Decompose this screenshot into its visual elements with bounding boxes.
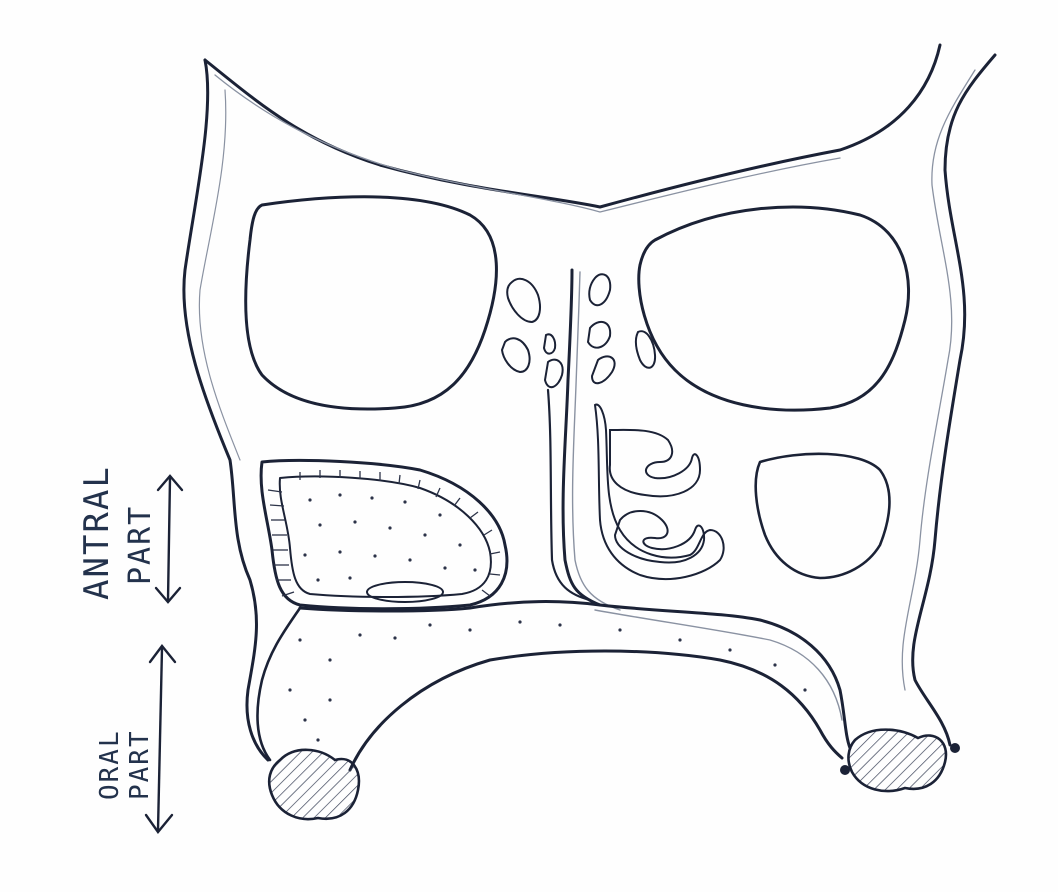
antral-label-line2: PART [123, 505, 158, 585]
left-maxillary-sinus [261, 460, 507, 608]
antral-label-line1: ANTRAL [77, 465, 117, 600]
right-tooth [848, 730, 946, 791]
root-dot-left [840, 765, 850, 775]
oral-label-line2: PART [125, 729, 155, 800]
right-orbit [639, 207, 909, 410]
left-orbit [246, 197, 497, 409]
antral-arrow [156, 476, 182, 602]
antral-part-label: ANTRAL PART [77, 465, 158, 600]
left-tooth [269, 750, 359, 819]
turbinates [595, 405, 724, 579]
palate-arch [257, 602, 850, 770]
right-maxillary-sinus [756, 454, 890, 578]
oral-label-line1: ORAL [95, 729, 125, 800]
root-dot-right [950, 743, 960, 753]
oral-part-label: ORAL PART [95, 729, 155, 800]
skull-outline [184, 45, 995, 760]
